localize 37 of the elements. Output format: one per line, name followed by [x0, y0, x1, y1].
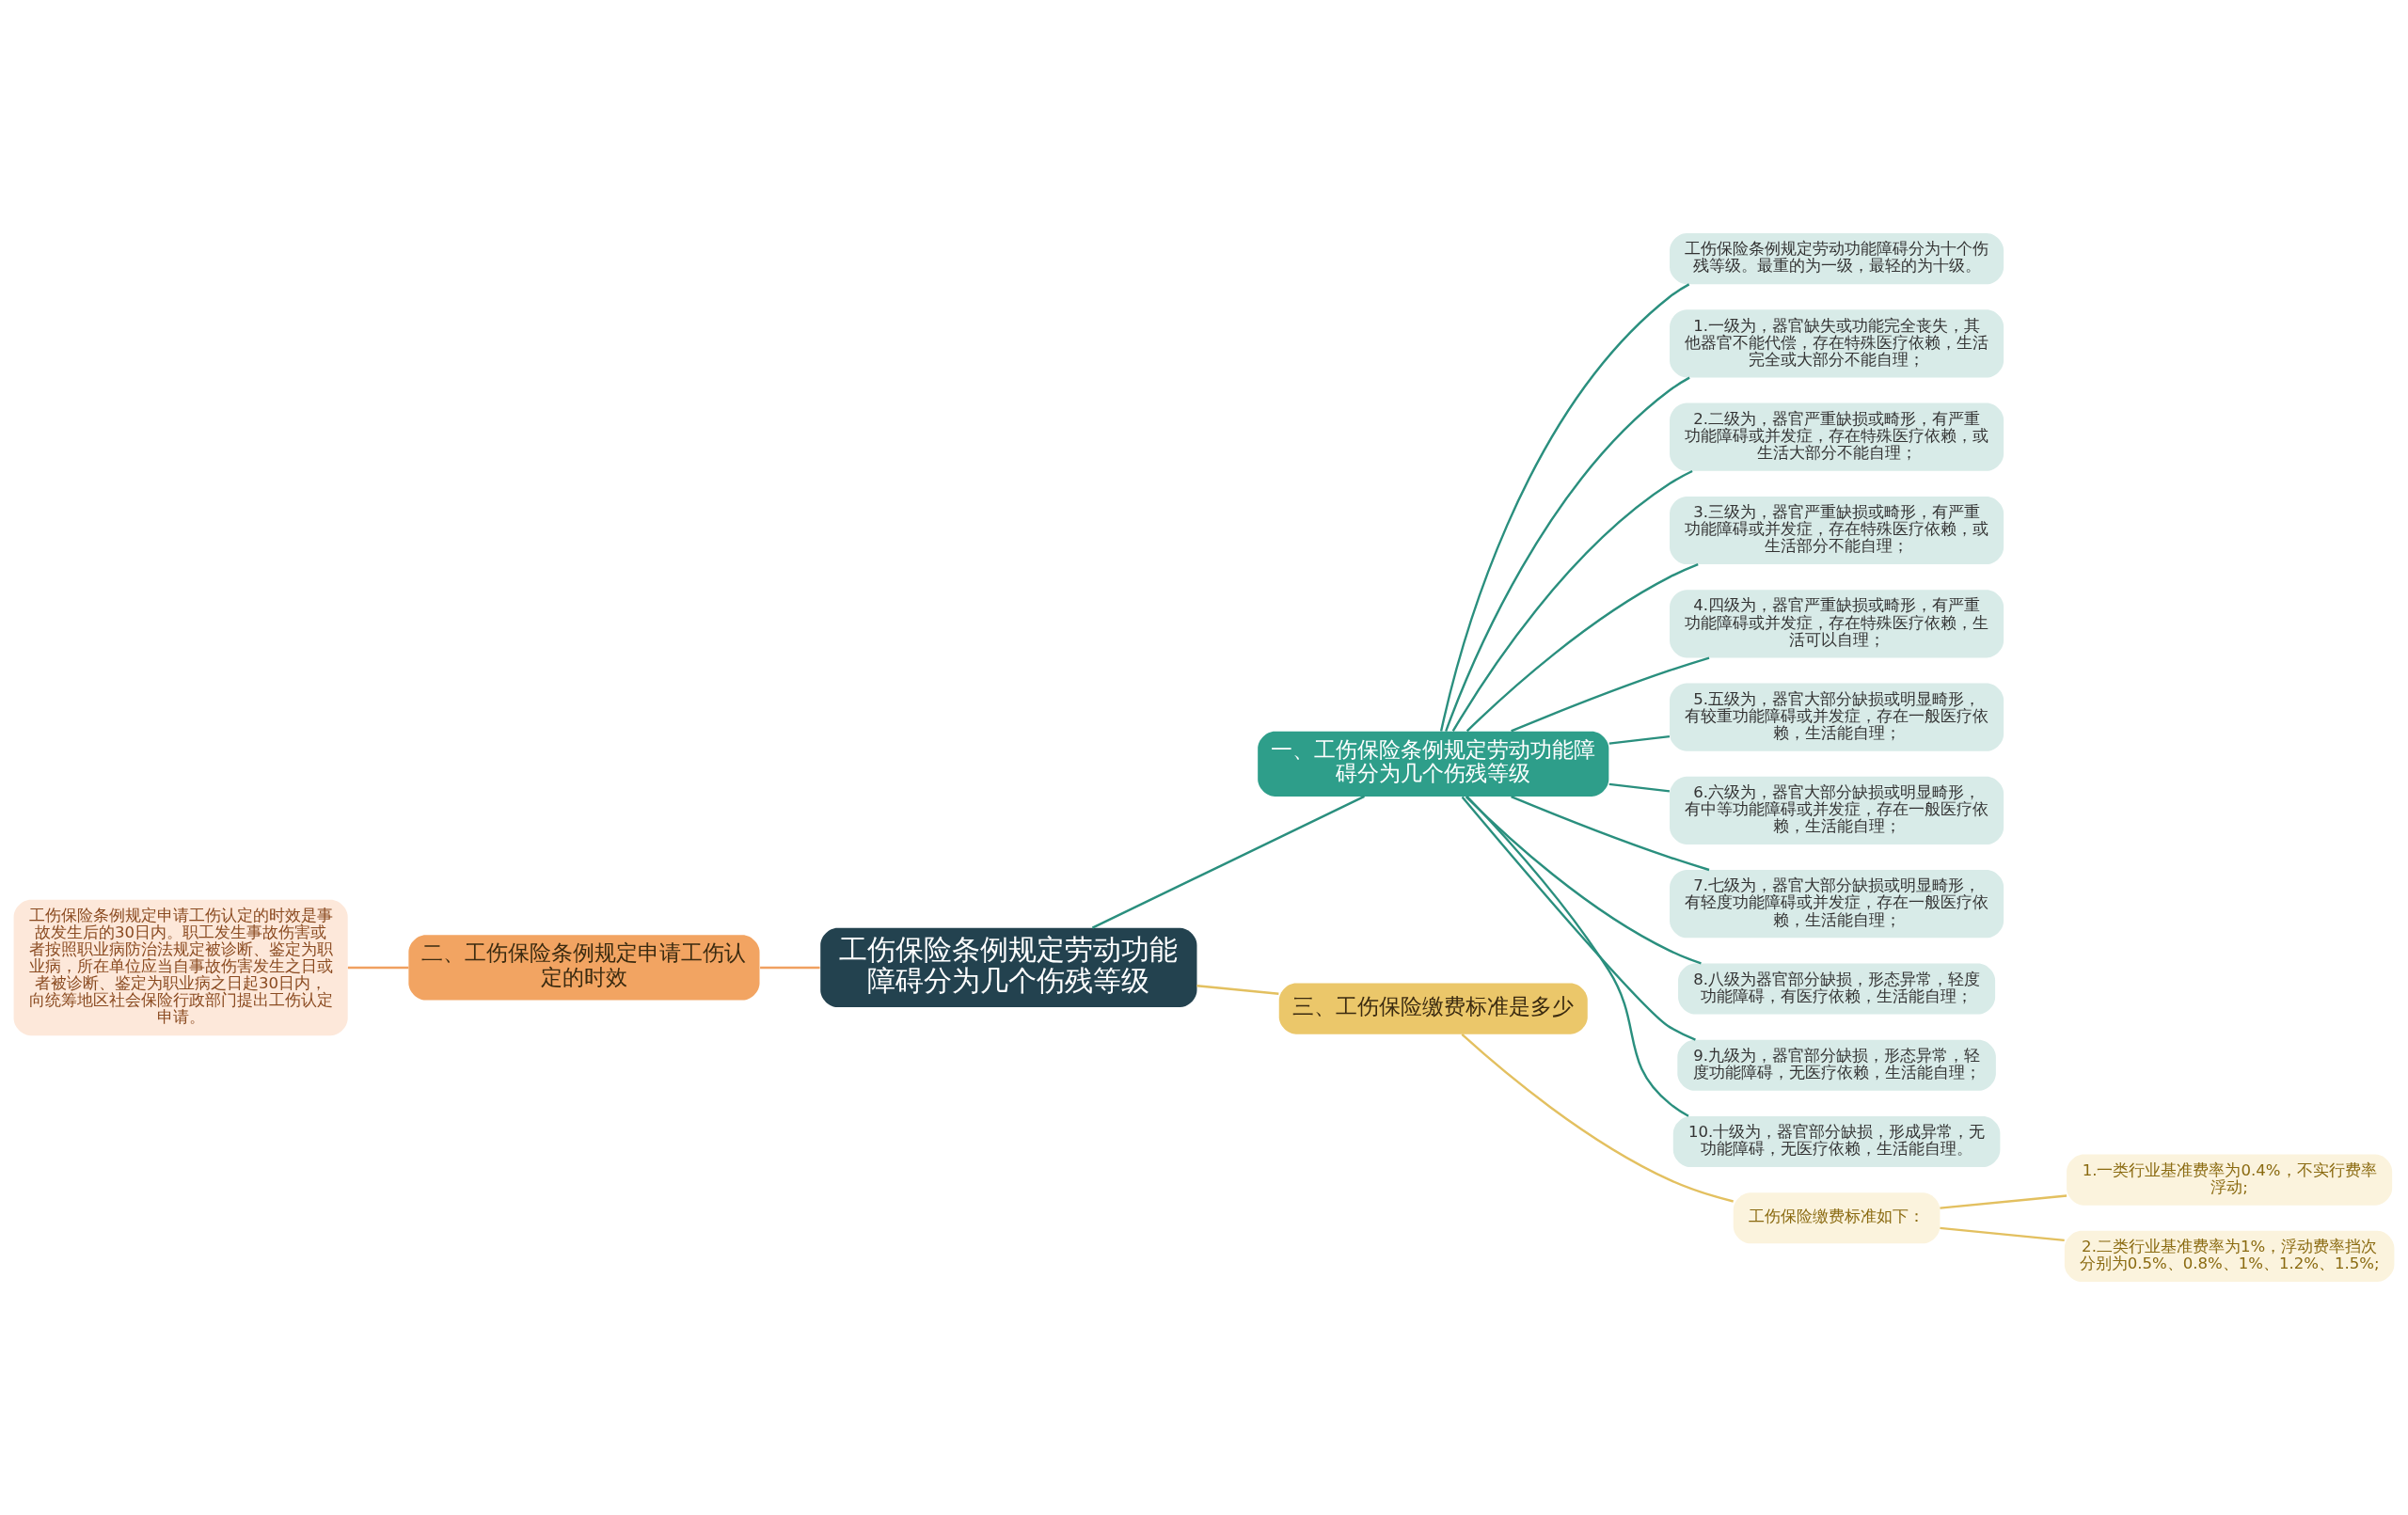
node-box: 1.一级为，器官缺失或功能完全丧失，其他器官不能代偿，存在特殊医疗依赖，生活完全或大部分不能自理； — [1670, 309, 2004, 378]
connector — [1608, 734, 1671, 745]
node-box: 三、工伤保险缴费标准是多少 — [1278, 983, 1588, 1034]
connector — [1466, 796, 1689, 1117]
node-box: 5.五级为，器官大部分缺损或明显畸形，有较重功能障碍或并发症，存在一般医疗依赖，生活能自理； — [1670, 683, 2004, 751]
node-box: 工伤保险缴费标准如下： — [1733, 1192, 1941, 1244]
node-box: 1.一类行业基准费率为0.4%，不实行费率浮动; — [2067, 1154, 2393, 1206]
connector — [1608, 782, 1671, 793]
connector — [1511, 656, 1710, 733]
node-box: 9.九级为，器官部分缺损，形态异常，轻度功能障碍，无医疗依赖，生活能自理； — [1677, 1039, 1996, 1091]
node-box: 2.二类行业基准费率为1%，浮动费率挡次分别为0.5%、0.8%、1%、1.2%、1.5%; — [2064, 1230, 2395, 1282]
node-box: 4.四级为，器官严重缺损或畸形，有严重功能障碍或并发症，存在特殊医疗依赖，生活可以自理； — [1670, 590, 2004, 658]
node-box: 二、工伤保险条例规定申请工伤认定的时效 — [408, 935, 760, 1001]
connector — [1461, 1034, 1734, 1203]
node-box: 8.八级为器官部分缺损，形态异常，轻度功能障碍，有医疗依赖，生活能自理； — [1678, 963, 1996, 1015]
node-box: 工伤保险条例规定劳动功能障碍分为几个伤残等级 — [820, 927, 1197, 1008]
node-box: 一、工伤保险条例规定劳动功能障碍分为几个伤残等级 — [1258, 731, 1609, 797]
connector — [1461, 796, 1696, 1041]
connector — [1511, 795, 1710, 872]
connector — [1091, 795, 1365, 929]
connector — [760, 966, 820, 970]
node-box: 3.三级为，器官严重缺损或畸形，有严重功能障碍或并发症，存在特殊医疗依赖，或生活部分不能自理； — [1670, 496, 2004, 565]
connector — [1439, 283, 1690, 732]
connector — [1465, 796, 1702, 965]
connector — [1940, 1194, 2067, 1209]
node-box: 6.六级为，器官大部分缺损或明显畸形，有中等功能障碍或并发症，存在一般医疗依赖，生活能自理； — [1670, 776, 2004, 845]
node-box: 工伤保险条例规定申请工伤认定的时效是事故发生后的30日内。职工发生事故伤害或者按照职业病防治法规定被诊断、鉴定为职业病，所在单位应当自事故伤害发生之日或者被诊断、鉴定为职业病之日起30日内，向统筹地区社会保险行政部门提出工伤认定申请。 — [13, 899, 348, 1036]
node-box: 工伤保险条例规定劳动功能障碍分为十个伤残等级。最重的为一级，最轻的为十级。 — [1670, 233, 2004, 285]
connector — [1196, 985, 1279, 995]
node-box: 2.二级为，器官严重缺损或畸形，有严重功能障碍或并发症，存在特殊医疗依赖，或生活大部分不能自理； — [1670, 402, 2004, 471]
connector — [1465, 563, 1699, 733]
connector — [1940, 1226, 2065, 1242]
node-box: 7.七级为，器官大部分缺损或明显畸形，有轻度功能障碍或并发症，存在一般医疗依赖，生活能自理； — [1670, 870, 2004, 939]
node-box: 10.十级为，器官部分缺损，形成异常，无功能障碍，无医疗依赖，生活能自理。 — [1672, 1115, 2001, 1168]
connector — [347, 966, 409, 970]
connector — [1445, 376, 1690, 732]
connector — [1451, 469, 1693, 733]
